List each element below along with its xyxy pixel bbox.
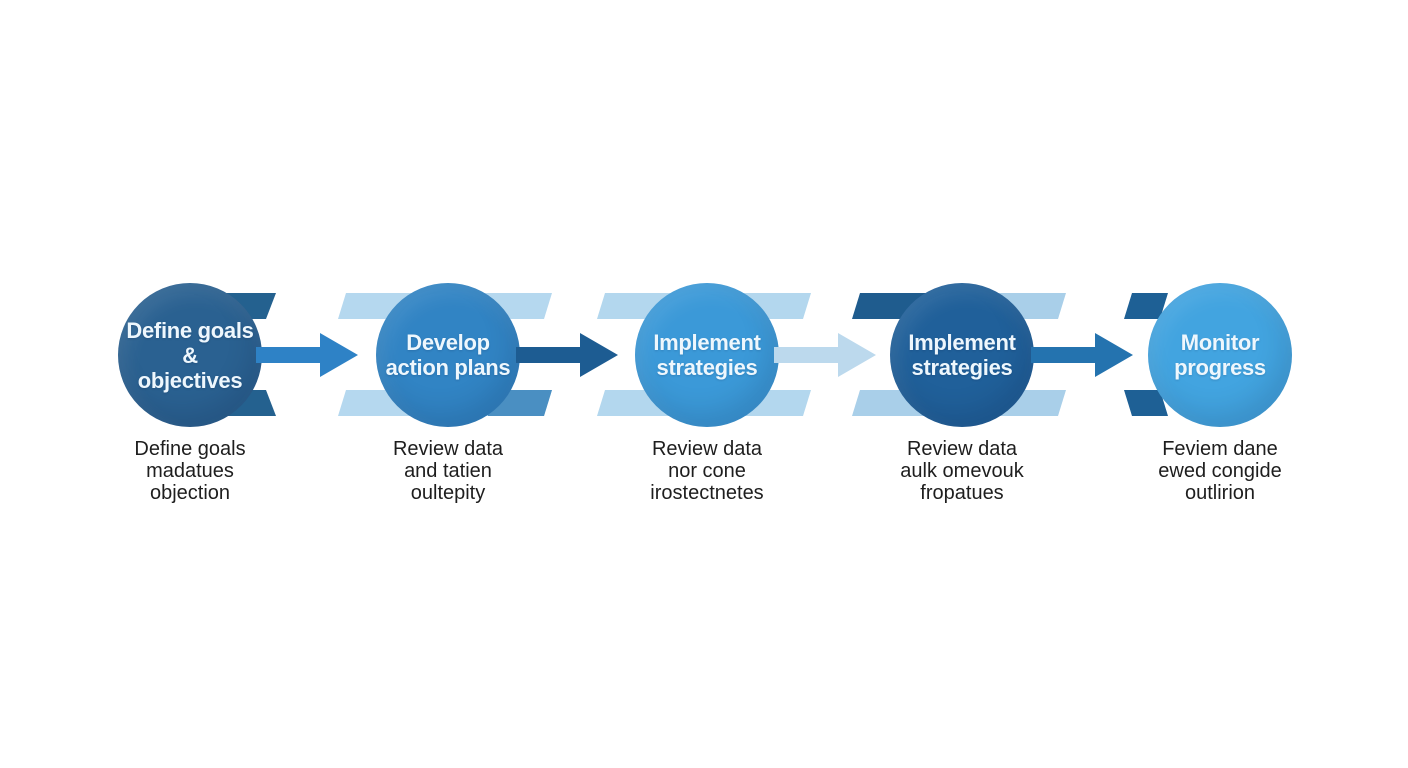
step-circle: Implement strategies <box>890 283 1034 427</box>
step-label: Monitor progress <box>1174 330 1266 380</box>
step-label: Implement strategies <box>908 330 1016 380</box>
flow-arrow-right-icon <box>256 333 358 377</box>
flow-arrow-right-icon <box>516 333 618 377</box>
step-label: Implement strategies <box>653 330 761 380</box>
step-circle: Implement strategies <box>635 283 779 427</box>
step-caption: Review data nor cone irostectnetes <box>650 438 764 504</box>
step-label: Define goals & objectives <box>126 317 254 393</box>
step-caption: Define goals madatues objection <box>134 438 246 504</box>
connector-tabs <box>1124 293 1168 416</box>
step-label: Develop action plans <box>385 330 511 380</box>
process-step-2: Develop action plans Review data and tat… <box>338 280 558 540</box>
process-step-3: Implement strategies Review data nor con… <box>597 280 817 540</box>
step-caption: Review data and tatien oultepity <box>392 438 504 504</box>
step-caption: Feviem dane ewed congide outlirion <box>1158 438 1282 504</box>
flow-arrow-right-icon <box>774 333 876 377</box>
step-caption: Review data aulk omevouk fropatues <box>900 438 1024 504</box>
flow-arrow-right-icon <box>1031 333 1133 377</box>
process-step-1: Define goals & objectives Define goals m… <box>80 280 300 540</box>
step-circle: Define goals & objectives <box>118 283 262 427</box>
process-step-5: Monitor progress Feviem dane ewed congid… <box>1110 280 1330 540</box>
process-step-4: Implement strategies Review data aulk om… <box>852 280 1072 540</box>
step-circle: Develop action plans <box>376 283 520 427</box>
step-circle: Monitor progress <box>1148 283 1292 427</box>
